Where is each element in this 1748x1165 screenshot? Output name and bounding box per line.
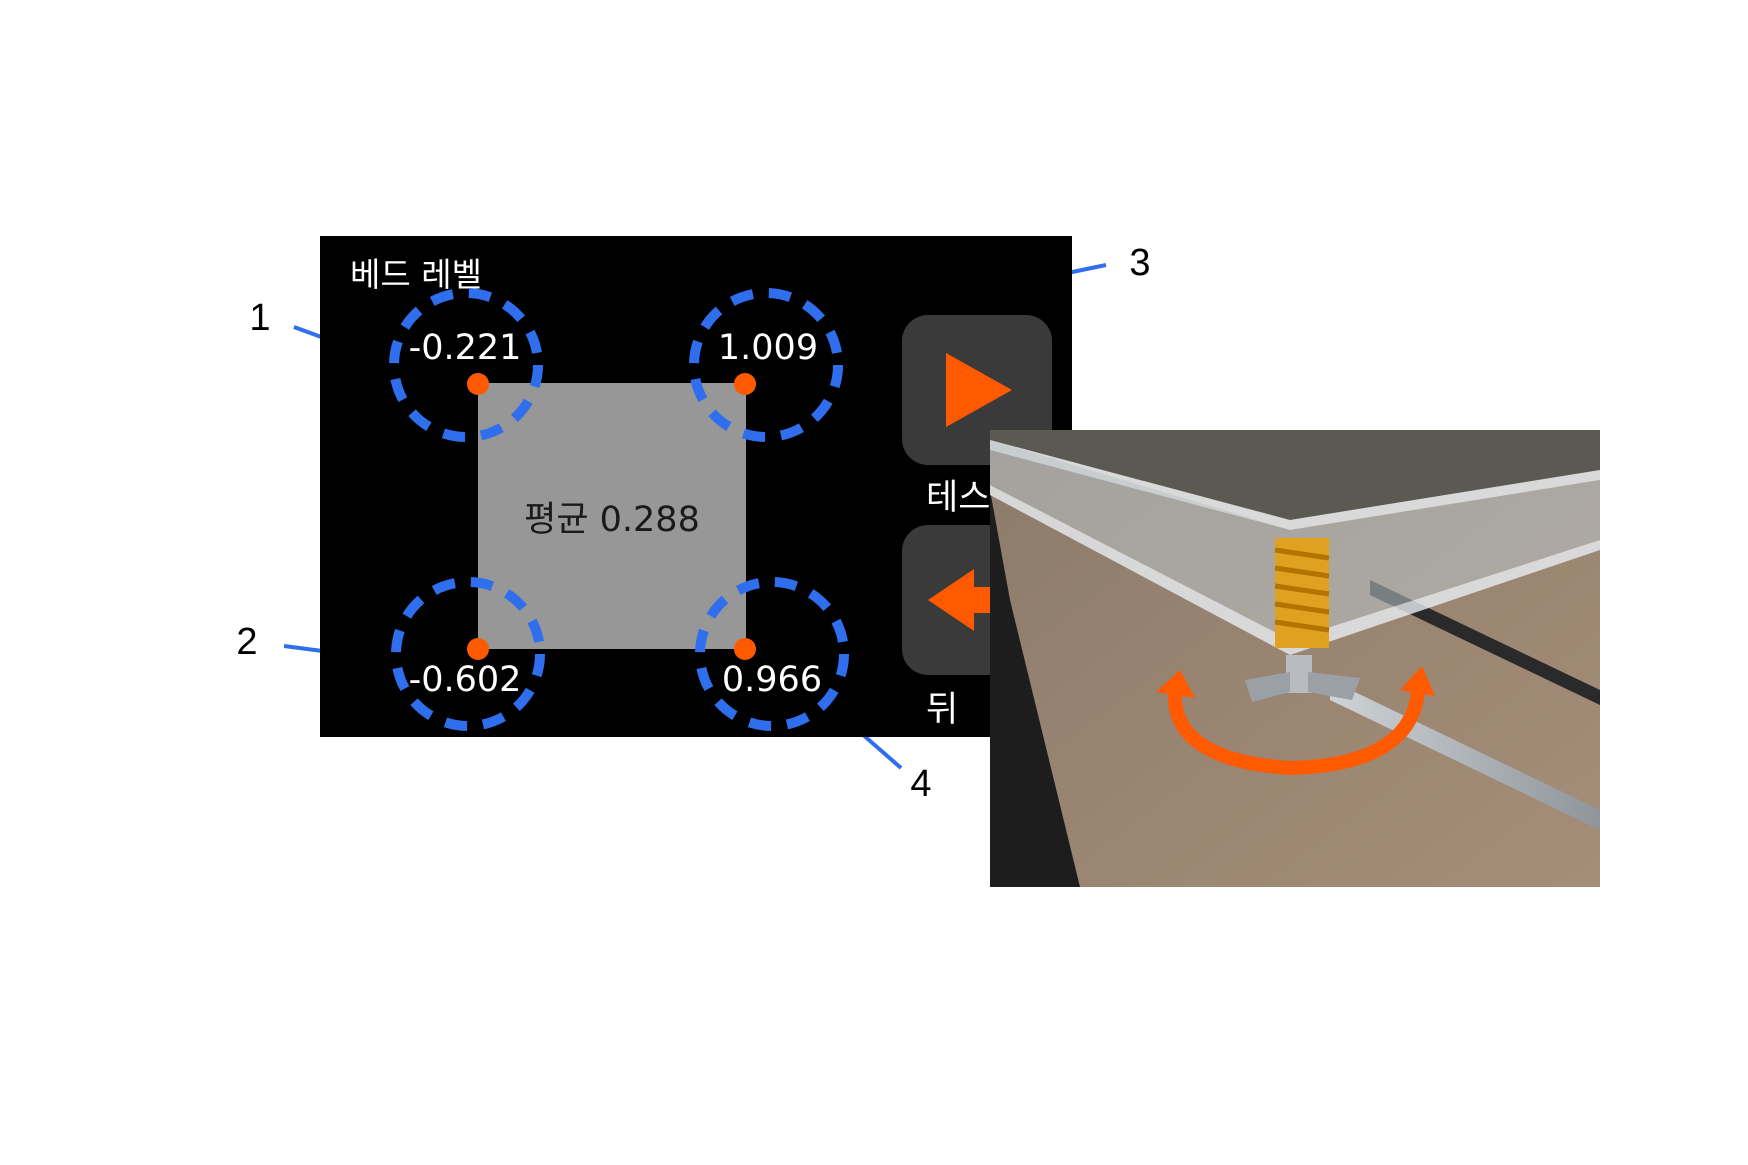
probe-ring-2[interactable] [391,577,545,731]
page-title: 베드 레벨 [350,255,482,294]
play-icon [946,353,1012,427]
probe-value-4: 0.966 [721,660,823,700]
back-arrow-icon [928,569,1026,631]
probe-value-1: -0.221 [408,328,522,368]
probe-points-layer [389,288,849,731]
probe-ring-1[interactable] [389,288,543,442]
callout-number-1: 1 [249,297,271,339]
probe-dot-2 [467,638,489,660]
bed-leveling-knob-photo [990,430,1600,887]
probe-dot-3 [734,373,756,395]
probe-value-3: 1.009 [717,328,819,368]
spring [1274,538,1330,648]
probe-ring-4[interactable] [695,577,849,731]
probe-ring-3[interactable] [689,288,843,442]
back-button-label: 뒤 [926,690,959,730]
average-value: 평균 0.288 [524,499,700,540]
rotate-arrow-icon [1156,666,1435,776]
callout-number-3: 3 [1129,242,1151,284]
callout-number-2: 2 [236,621,258,663]
probe-dot-4 [734,638,756,660]
callout-number-4: 4 [910,763,932,805]
probe-dot-1 [467,373,489,395]
test-button-label: 테스 [926,478,991,518]
bed-level-screen: 베드 레벨 평균 0.288 -0.221 -0.602 1.009 0.966… [320,236,1072,737]
probe-value-2: -0.602 [408,660,522,700]
